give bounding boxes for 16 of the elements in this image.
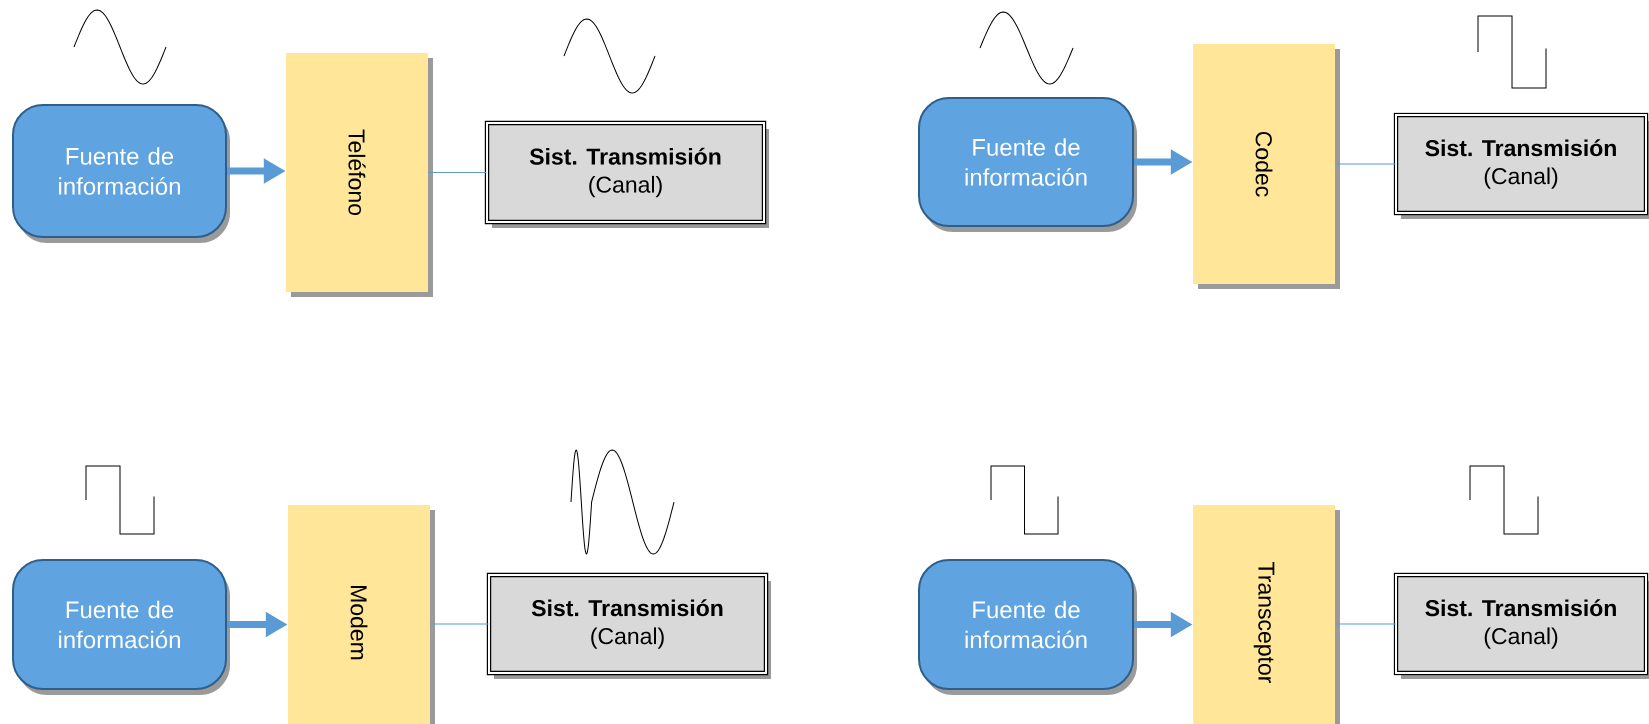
source-box: Fuente de información bbox=[918, 559, 1137, 695]
connector-line bbox=[1334, 623, 1396, 625]
source-box: Fuente de información bbox=[918, 97, 1137, 232]
channel-box: Sist. Transmisión (Canal) bbox=[486, 572, 771, 679]
connector-line bbox=[1334, 163, 1396, 165]
connector-line bbox=[429, 623, 489, 625]
device-block: Modem bbox=[288, 505, 435, 724]
connector-line bbox=[427, 172, 487, 173]
device-block: Teléfono bbox=[286, 53, 433, 297]
source-box: Fuente de información bbox=[12, 104, 230, 243]
source-box: Fuente de información bbox=[12, 559, 230, 695]
channel-box: Sist. Transmisión (Canal) bbox=[484, 120, 769, 228]
device-block: Codec bbox=[1193, 44, 1340, 289]
device-block: Transceptor bbox=[1193, 505, 1340, 724]
channel-box: Sist. Transmisión (Canal) bbox=[1393, 572, 1649, 679]
channel-box: Sist. Transmisión (Canal) bbox=[1393, 112, 1649, 219]
